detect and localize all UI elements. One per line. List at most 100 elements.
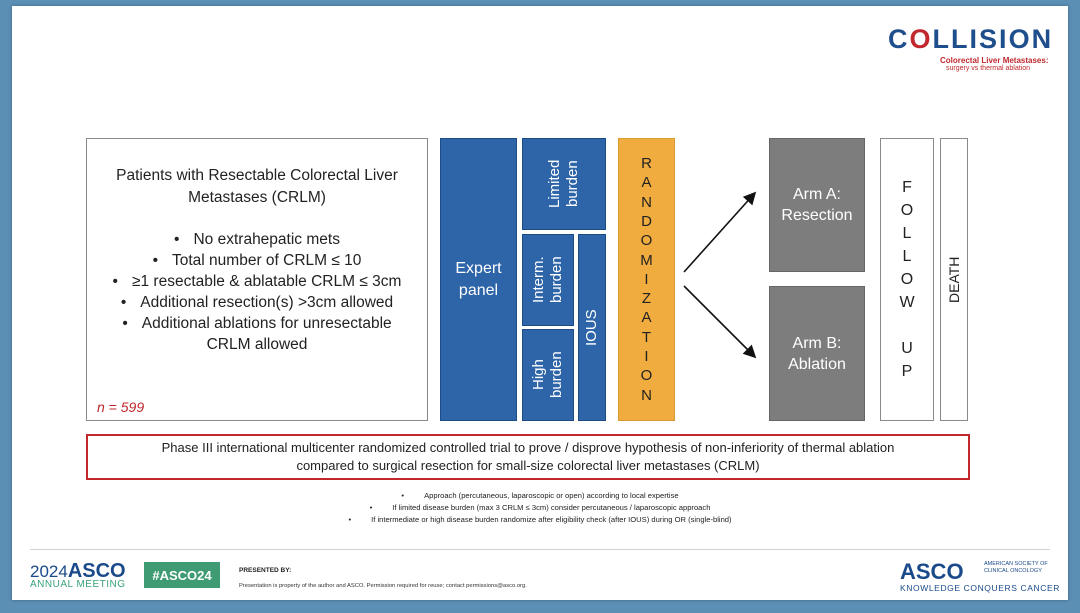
- expert-line2: panel: [458, 281, 499, 299]
- follow-up-letter: L: [902, 225, 912, 242]
- criteria-item-text: Additional ablations for unresectable: [141, 315, 392, 332]
- society-line1: AMERICAN SOCIETY OF: [984, 561, 1048, 567]
- criteria-item-text: ≥1 resectable & ablatable CRLM ≤ 3cm: [131, 273, 402, 290]
- bullet: •: [348, 515, 352, 524]
- arm-b-line2: Ablation: [788, 355, 846, 373]
- note-text: If limited disease burden (max 3 CRLM ≤ …: [392, 503, 711, 512]
- randomization-arrows: [683, 191, 757, 359]
- randomization-letter: M: [640, 251, 653, 269]
- logo-subtitle-2: surgery vs thermal ablation: [946, 65, 1031, 72]
- randomization-letter: A: [641, 309, 652, 327]
- collision-logo: COLLISION: [888, 24, 1053, 55]
- criteria-item-text: No extrahepatic mets: [193, 231, 340, 248]
- society-line2: CLINICAL ONCOLOGY: [984, 568, 1042, 574]
- hashtag-badge: #ASCO24: [144, 562, 220, 588]
- randomization-letter: O: [640, 367, 653, 385]
- footer-divider: [30, 549, 1050, 550]
- limited-line2: burden: [564, 160, 581, 208]
- criteria-item: • ≥1 resectable & ablatable CRLM ≤ 3cm: [87, 271, 427, 292]
- follow-up-letter: O: [900, 202, 914, 219]
- death-box: DEATH: [940, 138, 968, 421]
- annual-meeting-label: ANNUAL MEETING: [30, 579, 126, 590]
- high-line1: High: [530, 359, 547, 391]
- arm-a-line1: Arm A:: [792, 186, 841, 203]
- trial-description-box: Phase III international multicenter rand…: [86, 434, 970, 480]
- criteria-item-text: Additional resection(s) >3cm allowed: [140, 294, 394, 311]
- arm-a-line2: Resection: [781, 207, 853, 224]
- inclusion-criteria-box: Patients with Resectable Colorectal Live…: [86, 138, 428, 421]
- randomization-letter: A: [641, 174, 652, 192]
- ious-box: IOUS: [578, 234, 606, 421]
- bullet: •: [401, 491, 405, 500]
- trial-description-line2: compared to surgical resection for small…: [296, 458, 760, 473]
- note-text: If intermediate or high disease burden r…: [371, 515, 732, 524]
- copyright-notice: Presentation is property of the author a…: [239, 583, 527, 589]
- death-label: DEATH: [946, 256, 962, 303]
- criteria-title: Patients with Resectable Colorectal Live…: [87, 165, 427, 209]
- criteria-item: • No extrahepatic mets: [87, 229, 427, 250]
- arrow-to-arm-a: [683, 191, 757, 273]
- logo-letter: N: [1031, 24, 1054, 54]
- bullet: •: [122, 315, 128, 332]
- criteria-item: • Total number of CRLM ≤ 10: [87, 250, 427, 271]
- trial-description-line1: Phase III international multicenter rand…: [161, 440, 895, 455]
- asco-logo: ASCO: [900, 559, 964, 584]
- high-burden-box: High burden: [522, 329, 574, 421]
- criteria-title-line2: Metastases (CRLM): [188, 189, 326, 206]
- criteria-item: • Additional ablations for unresectable: [87, 313, 427, 334]
- society-name: AMERICAN SOCIETY OF CLINICAL ONCOLOGY: [984, 561, 1048, 575]
- arm-b-box: Arm B: Ablation: [769, 286, 865, 421]
- criteria-item-text: Total number of CRLM ≤ 10: [172, 252, 362, 269]
- randomization-letter: T: [641, 328, 652, 346]
- logo-letter: I: [969, 24, 980, 54]
- follow-up-letter: L: [902, 248, 912, 265]
- bullet: •: [112, 273, 118, 290]
- criteria-title-line1: Patients with Resectable Colorectal Live…: [116, 167, 398, 184]
- meeting-logo: 2024ASCO: [30, 560, 126, 583]
- note-text: Approach (percutaneous, laparoscopic or …: [424, 491, 679, 500]
- presented-by-label: PRESENTED BY:: [239, 567, 292, 574]
- logo-letter: O: [909, 24, 933, 54]
- randomization-letter: R: [641, 155, 652, 173]
- note-item: • Approach (percutaneous, laparoscopic or…: [12, 490, 1068, 502]
- meeting-asco: ASCO: [67, 560, 126, 582]
- randomization-letter: Z: [641, 290, 652, 308]
- follow-up-letter: O: [900, 271, 914, 288]
- logo-letter: S: [979, 24, 1000, 54]
- logo-letter: C: [888, 24, 910, 54]
- expert-line1: Expert: [455, 259, 502, 277]
- logo-letter: O: [1008, 24, 1032, 54]
- note-item: • If intermediate or high disease burden …: [12, 514, 1068, 526]
- follow-up-letter: F: [902, 179, 912, 196]
- bullet: •: [369, 503, 373, 512]
- follow-up-letter: [905, 314, 909, 337]
- expert-panel-box: Expert panel: [440, 138, 517, 421]
- randomization-letter: D: [641, 212, 652, 230]
- arm-a-box: Arm A: Resection: [769, 138, 865, 272]
- bullet: •: [174, 231, 180, 248]
- randomization-letter: N: [641, 386, 652, 404]
- interm-line1: Interm.: [530, 256, 547, 304]
- bullet: •: [152, 252, 158, 269]
- note-item: • If limited disease burden (max 3 CRLM ≤…: [12, 502, 1068, 514]
- limited-line1: Limited: [546, 159, 563, 209]
- notes-list: • Approach (percutaneous, laparoscopic or…: [12, 490, 1068, 526]
- bullet: •: [120, 294, 127, 311]
- logo-letter: L: [932, 24, 952, 54]
- follow-up-letter: U: [901, 340, 913, 357]
- follow-up-letter: W: [899, 294, 915, 311]
- arm-b-line1: Arm B:: [792, 334, 842, 352]
- tagline: KNOWLEDGE CONQUERS CANCER: [900, 583, 1060, 593]
- randomization-letter: O: [640, 232, 653, 250]
- high-line2: burden: [548, 351, 565, 399]
- meeting-year: 2024: [30, 562, 68, 581]
- sample-size-label: n = 599: [97, 399, 145, 415]
- logo-letter: I: [999, 24, 1009, 54]
- limited-burden-box: Limited burden: [522, 138, 606, 230]
- interm-line2: burden: [548, 256, 565, 304]
- randomization-letter: I: [644, 348, 649, 366]
- criteria-list: • No extrahepatic mets • Total number of C…: [87, 229, 427, 355]
- logo-letter: L: [951, 24, 970, 54]
